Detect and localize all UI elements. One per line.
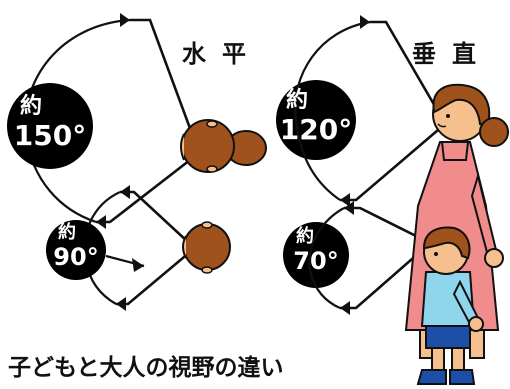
adult-horizontal-ray-bottom: [96, 158, 191, 224]
child-vertical-arrowhead-top: [344, 201, 354, 215]
badge-90-circle: [46, 220, 106, 280]
child-mid-arrowhead: [132, 258, 144, 272]
adult-head-top-view: [180, 119, 267, 173]
adult-horizontal-label: 約 150°: [8, 96, 92, 150]
adult-vertical-arrowhead-top: [360, 15, 370, 29]
badge-150-circle: [7, 83, 93, 169]
child-vertical-prefix: 約: [296, 226, 314, 247]
child-vertical-arrowhead-bottom: [340, 301, 350, 315]
child-head-top-view: [182, 221, 231, 274]
child-vertical-value: 70°: [293, 247, 339, 275]
adult-vertical-label: 約 120°: [276, 90, 356, 144]
adult-arc-arrowhead-top: [120, 13, 130, 27]
adult-vertical-ray-top: [370, 20, 438, 109]
adult-horizontal-value: 150°: [13, 119, 87, 152]
child-vertical-ray-top: [344, 206, 425, 242]
badge-70-circle: [283, 222, 349, 288]
child-horizontal-label: 約 90°: [46, 222, 106, 271]
adult-vertical-arrowhead-bottom: [340, 193, 350, 207]
vertical-heading: 垂直: [412, 40, 492, 68]
child-horizontal-value: 90°: [53, 243, 99, 271]
adult-vertical-prefix: 約: [286, 88, 309, 113]
child-horizontal-ray-top: [120, 190, 189, 243]
adult-vertical-value: 120°: [279, 113, 353, 146]
child-horizontal-prefix: 約: [58, 222, 76, 243]
child-arc-arrowhead-bottom: [116, 297, 126, 311]
child-vertical-label: 約 70°: [284, 226, 348, 275]
child-figure: [416, 226, 484, 385]
child-arc-arrowhead-top: [120, 185, 130, 199]
adult-horizontal-ray-top: [130, 18, 200, 151]
adult-vertical-arc: [294, 20, 371, 201]
child-vertical-arc: [308, 207, 345, 310]
adult-arc-arrowhead-bottom: [96, 215, 106, 229]
adult-horizontal-prefix: 約: [20, 94, 43, 119]
child-horizontal-ray-bottom: [116, 251, 191, 306]
horizontal-heading: 水平: [182, 40, 262, 68]
caption: 子どもと大人の視野の違い: [8, 355, 284, 381]
